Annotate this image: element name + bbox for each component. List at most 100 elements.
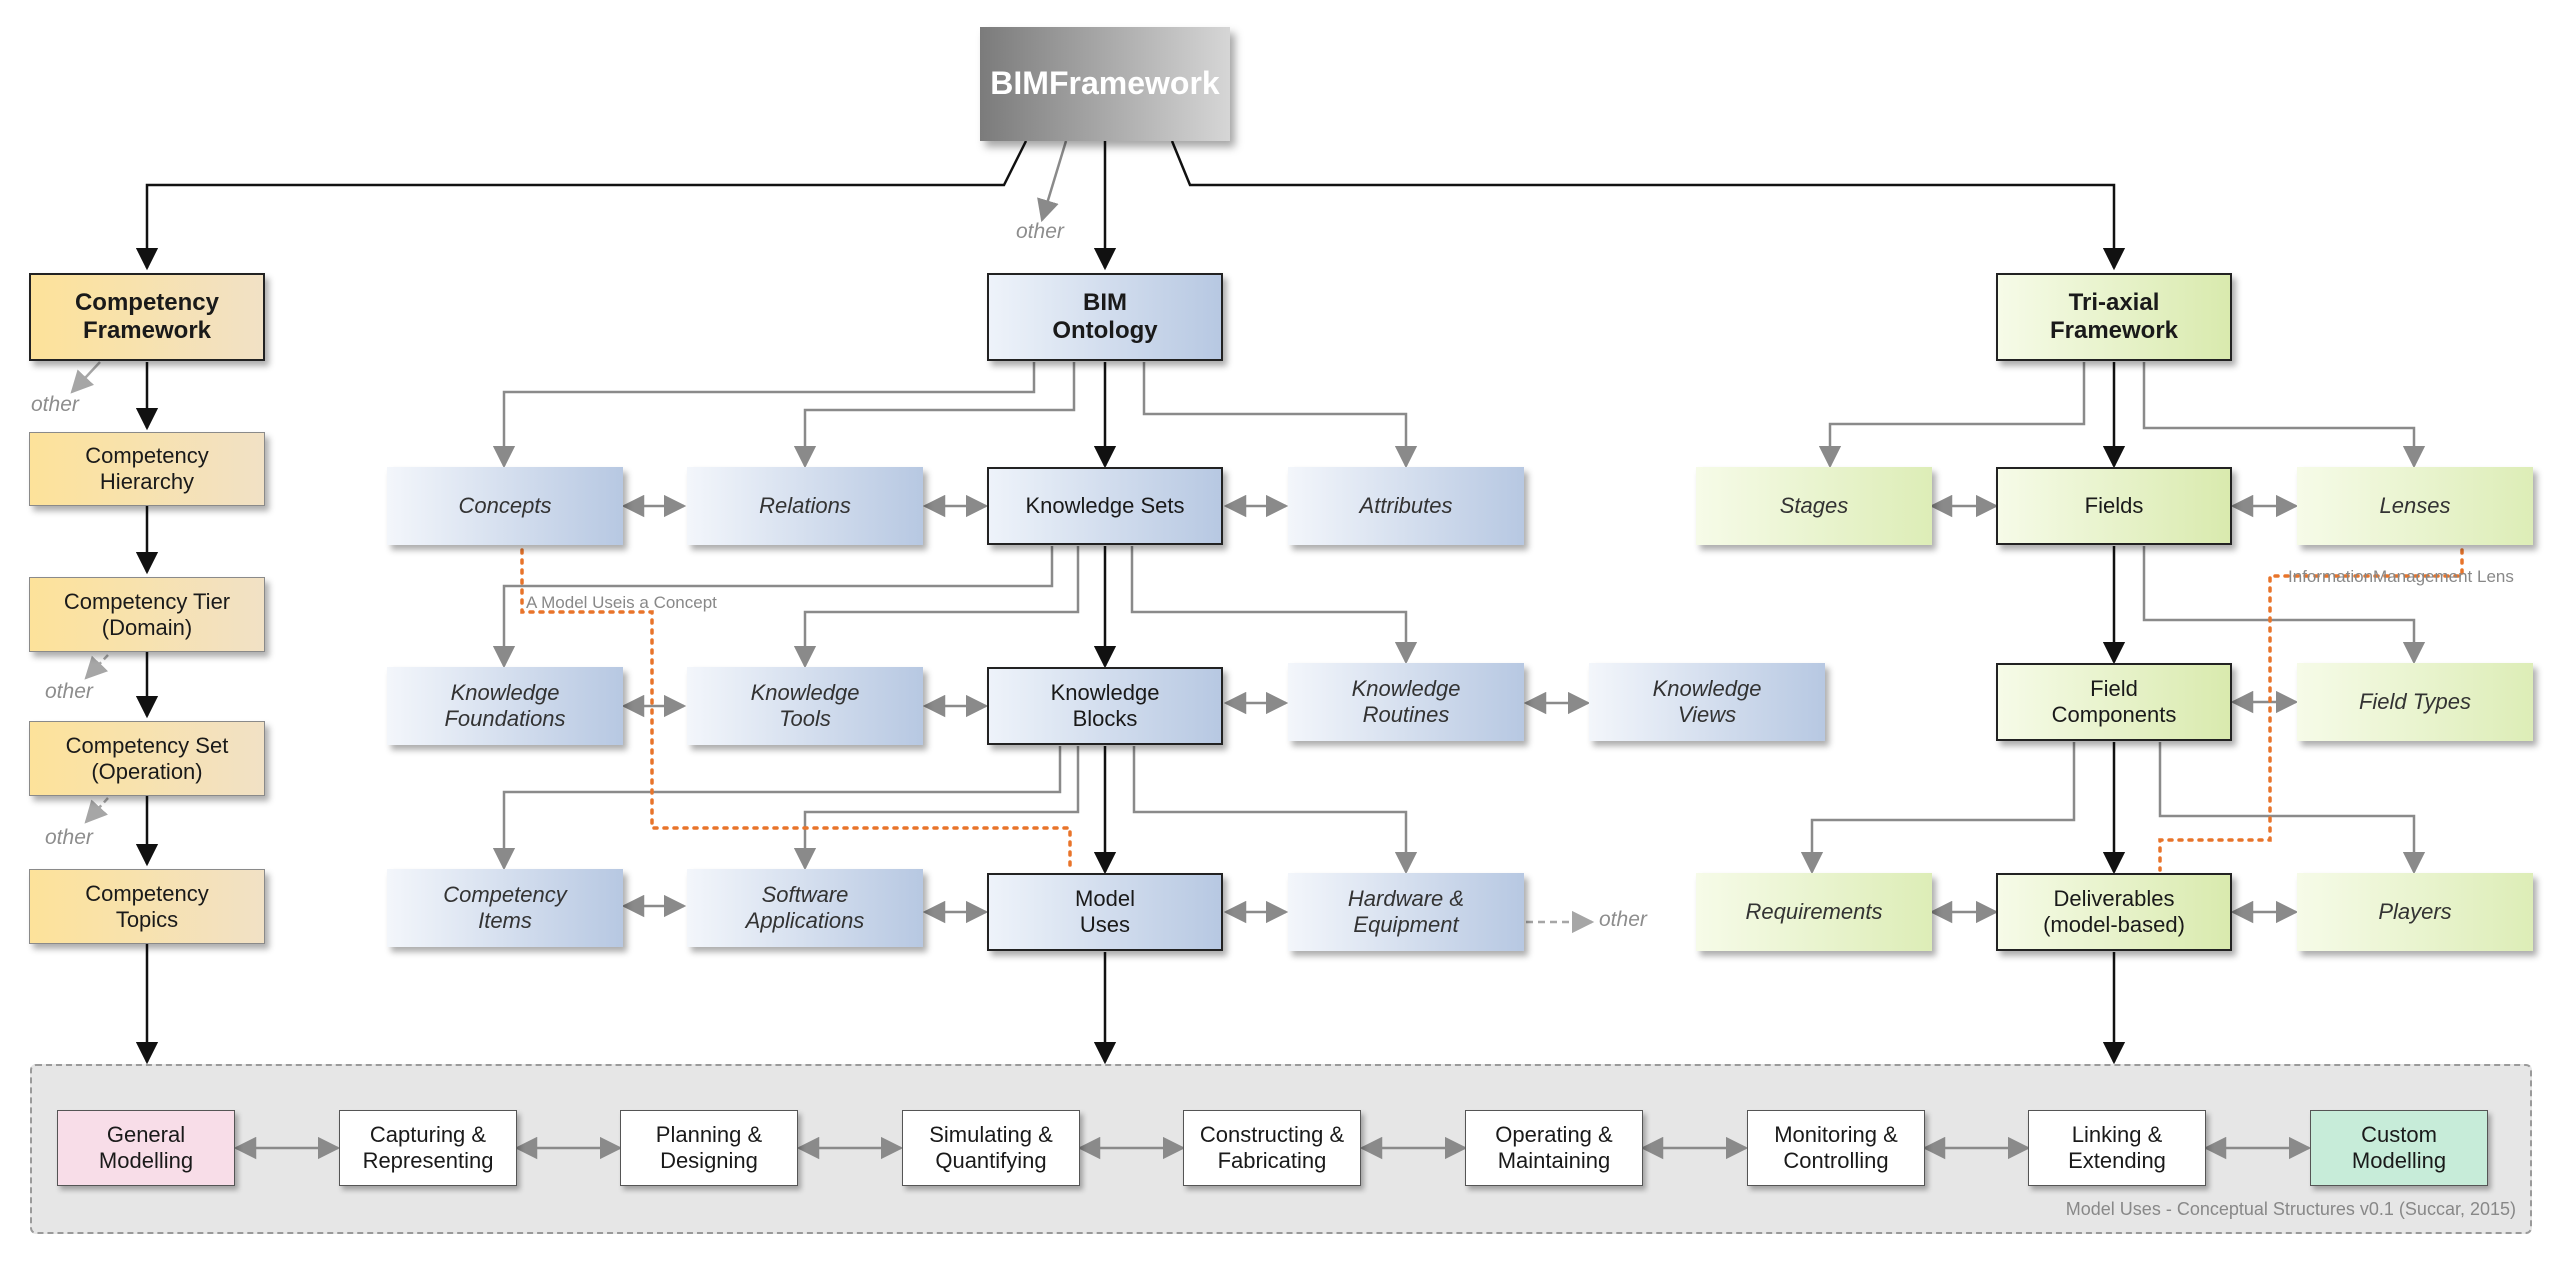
attributes-label: Attributes	[1359, 493, 1453, 519]
mu2-line2: Designing	[660, 1148, 758, 1173]
mu6-line2: Controlling	[1783, 1148, 1889, 1173]
mu1-line2: Representing	[362, 1148, 494, 1173]
relations-node[interactable]: Relations	[687, 467, 923, 545]
arrow-kb-to-hw	[1132, 746, 1418, 875]
model-use-concept-note: A Model Useis a Concept	[526, 592, 717, 614]
iml-line2: Management Lens	[2373, 567, 2514, 586]
arrow-title-to-competency	[135, 140, 1028, 271]
fc-line2: Components	[2051, 702, 2177, 727]
mu3-line2: Quantifying	[935, 1148, 1047, 1173]
mu0-line1: General	[106, 1122, 186, 1148]
mu-line1: Model	[1075, 886, 1135, 912]
hw-line1: Hardware &	[1347, 886, 1465, 912]
other-label-title: other	[1016, 220, 1064, 243]
title-line2: Framework	[1048, 65, 1220, 102]
iml-line1: Information	[2288, 567, 2374, 586]
model-use-linking-extending[interactable]: Linking &Extending	[2028, 1110, 2206, 1186]
fields-node[interactable]: Fields	[1996, 467, 2232, 545]
model-use-note-line2: is a Concept	[622, 593, 717, 612]
arrow-fields-to-fieldtypes	[2142, 546, 2426, 665]
other-label-competency-2: other	[45, 680, 93, 703]
model-use-monitoring-controlling[interactable]: Monitoring &Controlling	[1747, 1110, 1925, 1186]
requirements-node[interactable]: Requirements	[1696, 873, 1932, 951]
sa-line2: Applications	[745, 908, 865, 933]
concepts-node[interactable]: Concepts	[387, 467, 623, 545]
stages-node[interactable]: Stages	[1696, 467, 1932, 545]
lenses-node[interactable]: Lenses	[2297, 467, 2533, 545]
field-types-label: Field Types	[2358, 689, 2472, 715]
hardware-equipment-node[interactable]: Hardware &Equipment	[1288, 873, 1524, 951]
kb-line1: Knowledge	[1050, 680, 1160, 706]
competency-hierarchy-line2: Hierarchy	[99, 469, 195, 494]
arrow-fc-to-requirements	[1800, 742, 2076, 875]
hw-line2: Equipment	[1353, 912, 1459, 937]
fields-label: Fields	[2084, 493, 2144, 519]
arrow-comp-other-1	[70, 361, 101, 394]
knowledge-sets-node[interactable]: Knowledge Sets	[987, 467, 1223, 545]
ci-line2: Items	[478, 908, 532, 933]
attributes-node[interactable]: Attributes	[1288, 467, 1524, 545]
arrow-fc-to-players	[2158, 742, 2426, 875]
competency-set-line2: (Operation)	[91, 758, 203, 784]
del-line2: (model-based)	[2043, 912, 2185, 937]
model-use-simulating-quantifying[interactable]: Simulating &Quantifying	[902, 1110, 1080, 1186]
kf-line2: Foundations	[444, 706, 566, 731]
mu4-line1: Constructing &	[1199, 1122, 1345, 1148]
arrow-comp-other-3	[84, 797, 109, 824]
mu5-line2: Maintaining	[1497, 1148, 1611, 1173]
arrow-ont-to-relations	[793, 362, 1076, 469]
mu3-line1: Simulating &	[929, 1122, 1053, 1148]
tri-header-line1: Tri-axial	[2068, 288, 2160, 316]
competency-topics-line2: Topics	[115, 906, 179, 932]
mu4-line2: Fabricating	[1217, 1148, 1327, 1173]
sa-line1: Software	[761, 882, 849, 908]
field-types-node[interactable]: Field Types	[2297, 663, 2533, 741]
players-label: Players	[2378, 899, 2452, 925]
concepts-label: Concepts	[458, 493, 552, 519]
competency-set-node[interactable]: Competency Set(Operation)	[29, 721, 265, 796]
arrow-ks-to-kr	[1130, 546, 1418, 665]
competency-header-line2: Framework	[82, 317, 212, 344]
other-label-hardware: other	[1599, 908, 1647, 931]
model-use-capturing-representing[interactable]: Capturing &Representing	[339, 1110, 517, 1186]
arrow-comp-other-2	[84, 654, 109, 680]
competency-topics-line1: Competency	[85, 880, 209, 906]
kr-line2: Routines	[1362, 702, 1450, 727]
model-use-planning-designing[interactable]: Planning &Designing	[620, 1110, 798, 1186]
bim-framework-title: BIMFramework	[980, 27, 1230, 141]
arrow-ks-to-kf	[492, 546, 1054, 669]
knowledge-sets-label: Knowledge Sets	[1025, 493, 1185, 519]
other-label-competency-3: other	[45, 826, 93, 849]
model-use-constructing-fabricating[interactable]: Constructing &Fabricating	[1183, 1110, 1361, 1186]
kv-line1: Knowledge	[1652, 676, 1762, 702]
diagram-caption: Model Uses - Conceptual Structures v0.1 …	[2065, 1199, 2516, 1219]
mu5-line1: Operating &	[1495, 1122, 1613, 1148]
arrow-tri-to-stages	[1818, 362, 2086, 469]
model-use-note-line1: A Model Use	[526, 593, 623, 612]
deliverables-node[interactable]: Deliverables(model-based)	[1996, 873, 2232, 951]
competency-tier-node[interactable]: Competency Tier(Domain)	[29, 577, 265, 652]
arrow-ont-to-attributes	[1142, 362, 1418, 469]
model-use-operating-maintaining[interactable]: Operating &Maintaining	[1465, 1110, 1643, 1186]
players-node[interactable]: Players	[2297, 873, 2533, 951]
relations-label: Relations	[759, 493, 851, 519]
arrow-title-to-other	[1037, 140, 1068, 223]
title-line1: BIM	[990, 65, 1049, 102]
